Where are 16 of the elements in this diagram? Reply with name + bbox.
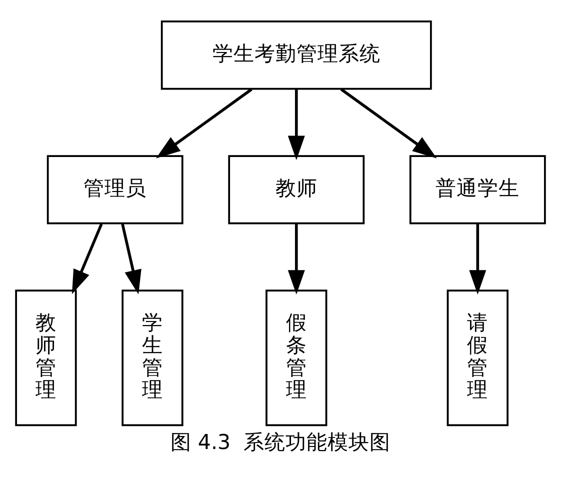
arrow bbox=[121, 223, 142, 294]
arrow bbox=[288, 224, 305, 294]
arrow bbox=[340, 88, 437, 158]
arrow bbox=[288, 88, 305, 160]
node-box: 普通学生 bbox=[409, 154, 546, 224]
arrow bbox=[72, 223, 103, 294]
caption: 图 4.3 系统功能模块图 bbox=[170, 430, 391, 454]
arrow bbox=[469, 224, 486, 294]
node-box: 教师管理 bbox=[15, 289, 77, 426]
node-box: 教师 bbox=[228, 154, 365, 224]
arrow bbox=[156, 88, 252, 158]
node-box: 假条管理 bbox=[266, 289, 328, 426]
node-box: 学生管理 bbox=[122, 289, 184, 426]
node-box: 学生考勤管理系统 bbox=[160, 20, 432, 90]
node-box: 请假管理 bbox=[446, 289, 508, 426]
node-box: 管理员 bbox=[46, 154, 184, 224]
